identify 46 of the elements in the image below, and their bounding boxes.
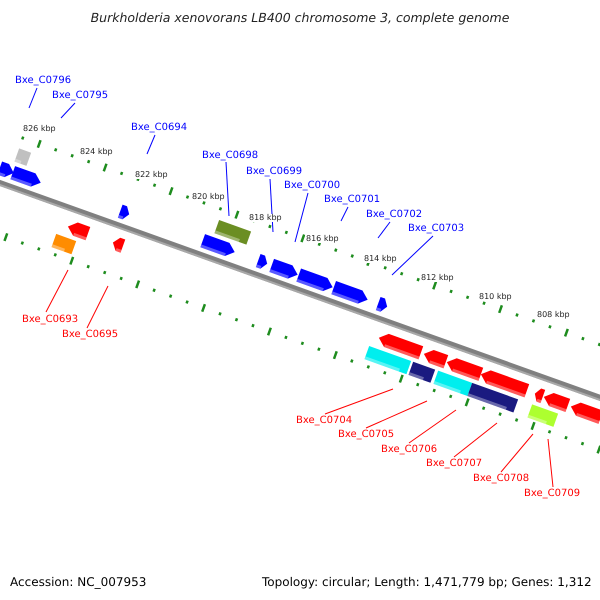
leader-line — [366, 400, 428, 428]
leader-line — [500, 434, 534, 472]
leader-line — [294, 192, 308, 242]
leader-line — [226, 162, 230, 216]
scale-label: 820 kbp — [191, 193, 226, 201]
leader-line — [548, 438, 554, 488]
scale-label: 824 kbp — [79, 148, 114, 156]
gene-label: Bxe_C0703 — [408, 224, 464, 234]
leader-line — [86, 286, 108, 328]
leader-line — [340, 206, 348, 222]
gene-label: Bxe_C0704 — [296, 416, 352, 426]
scale-label: 810 kbp — [478, 293, 513, 301]
leader-line — [378, 222, 390, 238]
gene-label: Bxe_C0796 — [15, 76, 72, 86]
leader-line — [408, 410, 456, 444]
title: Burkholderia xenovorans LB400 chromosome 3, complete genome — [90, 12, 510, 24]
leader-line — [324, 388, 394, 414]
scale-label: 814 kbp — [363, 255, 398, 263]
gene-label: Bxe_C0700 — [284, 181, 340, 191]
gene-label: Bxe_C0707 — [426, 459, 482, 469]
gene-label: Bxe_C0795 — [52, 91, 108, 101]
leader-line — [392, 236, 434, 276]
leader-line — [454, 422, 498, 458]
gene-label: Bxe_C0699 — [246, 167, 302, 177]
footer-text: Topology: circular; Length: 1,471,779 bp; Genes: 1,312 — [262, 576, 592, 588]
scale-label: 818 kbp — [248, 214, 283, 222]
gene-label: Bxe_C0698 — [202, 151, 258, 161]
gene-label: Bxe_C0705 — [338, 430, 394, 440]
scale-label: 816 kbp — [305, 235, 340, 243]
scale-label: 826 kbp — [22, 125, 57, 133]
scale-label: 812 kbp — [420, 274, 455, 282]
scale-label: 822 kbp — [134, 171, 169, 179]
gene-label: Bxe_C0706 — [381, 445, 438, 455]
leader-line — [46, 270, 68, 312]
gene-label: Bxe_C0708 — [473, 474, 530, 484]
gene-label: Bxe_C0709 — [524, 489, 580, 499]
gene-label: Bxe_C0702 — [366, 210, 422, 220]
gene-label: Bxe_C0695 — [62, 330, 118, 340]
leader-line — [146, 134, 156, 154]
leader-line — [28, 88, 38, 108]
scale-label: 808 kbp — [536, 311, 571, 319]
footer-text: Accession: NC_007953 — [10, 576, 146, 588]
leader-line — [60, 102, 76, 118]
gene-label: Bxe_C0694 — [131, 123, 188, 133]
gene-label: Bxe_C0701 — [324, 195, 380, 205]
gene-label: Bxe_C0693 — [22, 315, 78, 325]
